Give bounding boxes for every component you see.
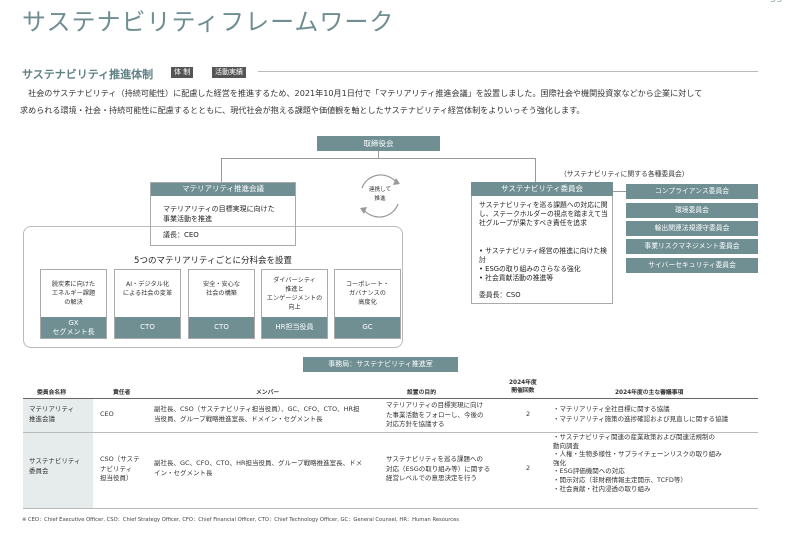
subcommittee-card: 脱炭素に向けた エネルギー課題 の解決 GX セグメント長 <box>40 269 107 339</box>
materiality-title: マテリアリティ推進会議 <box>150 182 296 196</box>
materiality-purpose: マテリアリティの目標実現に向けた 事業活動を推進 <box>163 205 275 223</box>
materiality-chair: 議長：CEO <box>163 231 199 239</box>
section-title: サステナビリティ推進体制 <box>22 68 154 81</box>
subcommittee-title: 5つのマテリアリティごとに分科会を設置 <box>134 256 292 266</box>
subcommittee-label: AI・デジタル化 による社会の変革 <box>122 281 173 297</box>
page-title: サステナビリティフレームワーク <box>22 8 395 36</box>
topic-item: ・サステナビリティ関連の産業政策および関連法規制の 動向調査 <box>553 433 715 450</box>
table-cell-owner: CEO <box>100 410 114 418</box>
subcommittee-owner: CTO <box>115 317 180 338</box>
subcommittee-card: AI・デジタル化 による社会の変革 CTO <box>114 269 181 339</box>
topic-item: ・人権・生物多様性・サプライチェーンリスクの取り組み 強化 <box>553 450 722 467</box>
topic-item: ・マテリアリティ施策の進捗確認および見直しに関する協議 <box>553 414 729 423</box>
connector <box>378 151 379 158</box>
connector <box>535 158 536 182</box>
intro-text: 社会のサステナビリティ（持続可能性）に配慮した経営を推進するため、2021年10… <box>20 85 760 119</box>
table-cell-members: 副社長、GC、CFO、CTO、HR担当役員、グループ戦略推進室長、ドメ イン・セ… <box>154 459 363 477</box>
committees-caption: （サステナビリティに関する各種委員会） <box>560 170 689 178</box>
materiality-box-frame <box>150 182 296 246</box>
committee-item: 事業リスクマネジメント委員会 <box>626 239 758 254</box>
table-header: 委員会名称 責任者 メンバー 設置の目的 2024年度 開催回数 2024年度の… <box>23 379 758 399</box>
subcommittee-container <box>23 226 403 348</box>
sustainability-chair: 委員長：CSO <box>479 291 521 299</box>
table-cell-purpose: サステナビリティを巡る課題への 対応（ESGの取り組み等）に関する 経営レベルで… <box>386 455 491 482</box>
connector <box>613 191 626 192</box>
table-header-cell: 2024年度 開催回数 <box>509 380 537 394</box>
subcommittee-label: ダイバーシティ 推進と エンゲージメントの 向上 <box>266 277 323 311</box>
table-cell-purpose: マテリアリティの目標実現に向け た事業活動をフォローし、今後の 対応方針を協議す… <box>386 401 484 428</box>
cycle-label: 連携して 推進 <box>368 187 392 202</box>
table-header-cell: 設置の目的 <box>407 390 436 396</box>
section-divider <box>258 71 758 72</box>
committee-table: 委員会名称 責任者 メンバー 設置の目的 2024年度 開催回数 2024年度の… <box>23 379 758 509</box>
table-cell-count: 2 <box>526 410 531 418</box>
board-box: 取締役会 <box>317 136 440 151</box>
footnote: ※ CEO：Chief Executive Officer, CSO：Chief… <box>22 517 459 523</box>
subcommittee-card: ダイバーシティ 推進と エンゲージメントの 向上 HR担当役員 <box>261 269 328 339</box>
table-cell-members: 副社長、CSO（サステナビリティ担当役員）、GC、CFO、CTO、HR担 当役員… <box>154 405 360 423</box>
sustainability-bullets: • サステナビリティ経営の推進に向けた検討 • ESGの取り組みのさらなる強化 … <box>479 247 609 283</box>
sustainability-bullet: • ESGの取り組みのさらなる強化 <box>479 265 581 273</box>
table-cell-owner: CSO（サステ ナビリティ 担当役員） <box>100 455 140 482</box>
sustainability-bullet: • 社会貢献活動の推進等 <box>479 274 554 282</box>
tag-activities: 活動実績 <box>212 67 246 78</box>
table-header-cell: 責任者 <box>113 390 131 396</box>
subcommittee-owner: CTO <box>189 317 254 338</box>
cycle-icon <box>360 174 400 218</box>
table-cell-name: サステナビリティ 委員会 <box>23 433 93 508</box>
sustainability-text: サステナビリティを巡る課題への対応に関し、ステークホルダーの視点を踏まえて当社グ… <box>479 201 608 227</box>
subcommittee-owner: HR担当役員 <box>262 317 327 338</box>
subcommittee-label: コーポレート・ ガバナンスの 高度化 <box>345 281 390 306</box>
topic-item: ・社会貢献・社内浸透の取り組み <box>553 484 651 493</box>
committee-item: 環境委員会 <box>626 203 758 218</box>
table-cell-count: 2 <box>526 464 531 472</box>
table-cell-topics: ・マテリアリティ全社目標に関する協議 ・マテリアリティ施策の進捗確認および見直し… <box>553 405 758 424</box>
subcommittee-label: 脱炭素に向けた エネルギー課題 の解決 <box>51 281 96 306</box>
connector <box>221 158 222 182</box>
sustainability-title: サステナビリティ委員会 <box>471 182 613 196</box>
topic-item: ・ESG評価機関への対応 <box>553 467 625 476</box>
sustainability-box <box>471 182 613 304</box>
subcommittee-card: コーポレート・ ガバナンスの 高度化 GC <box>334 269 401 339</box>
subcommittee-owner: GX セグメント長 <box>41 317 106 338</box>
subcommittee-card: 安全・安心な 社会の構築 CTO <box>188 269 255 339</box>
committee-item: コンプライアンス委員会 <box>626 184 758 199</box>
table-row: マテリアリティ 推進会議 CEO 副社長、CSO（サステナビリティ担当役員）、G… <box>23 399 758 433</box>
table-cell-topics: ・サステナビリティ関連の産業政策および関連法規制の 動向調査 ・人権・生物多様性… <box>553 433 758 493</box>
table-row: サステナビリティ 委員会 CSO（サステ ナビリティ 担当役員） 副社長、GC、… <box>23 433 758 509</box>
intro-line: 求められる環境・社会・持続可能性に配慮するとともに、現代社会が抱える課題や価値観… <box>20 105 585 115</box>
subcommittee-label: 安全・安心な 社会の構築 <box>202 281 241 297</box>
tag-structure: 体 制 <box>171 67 194 78</box>
secretariat-box: 事務局：サステナビリティ推進室 <box>303 357 458 372</box>
page-number: 99 <box>770 0 783 5</box>
table-header-cell: 2024年度の主な審議事項 <box>615 390 684 396</box>
table-header-cell: メンバー <box>256 390 280 396</box>
table-header-cell: 委員会名称 <box>37 390 66 396</box>
committee-item: 輸出関連法規遵守委員会 <box>626 221 758 236</box>
intro-line: 社会のサステナビリティ（持続可能性）に配慮した経営を推進するため、2021年10… <box>28 88 703 98</box>
topic-item: ・マテリアリティ全社目標に関する協議 <box>553 405 670 413</box>
table-cell-name: マテリアリティ 推進会議 <box>23 399 93 432</box>
topic-item: ・開示対応（非財務情報主定開示、TCFD等） <box>553 475 687 484</box>
sustainability-bullet: • サステナビリティ経営の推進に向けた検討 <box>479 247 607 264</box>
connector <box>221 158 535 159</box>
subcommittee-owner: GC <box>335 317 400 338</box>
committee-item: サイバーセキュリティ委員会 <box>626 258 758 273</box>
